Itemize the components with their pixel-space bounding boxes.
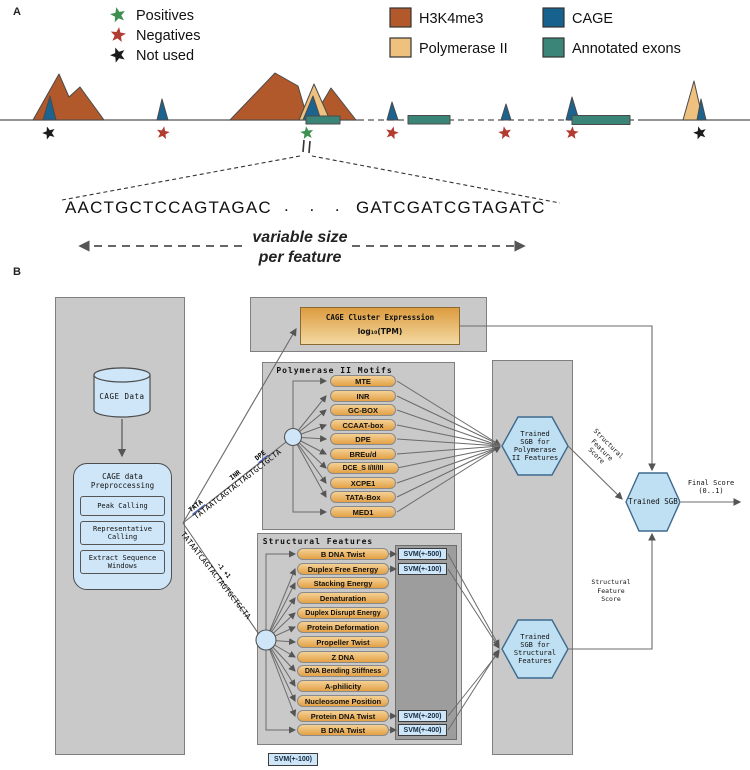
- cage-peak: [302, 95, 322, 121]
- structural-pill: Protein Deformation: [297, 621, 389, 633]
- structural-pill: DNA Bending Stiffness: [297, 665, 389, 677]
- structural-pill: Stacking Energy: [297, 577, 389, 589]
- motifs-title: Polymerase II Motifs: [276, 365, 393, 375]
- hex-trained-sgb-label: Trained SGB: [628, 496, 678, 506]
- track-stars: [40, 124, 708, 141]
- svm-200-box: SVM(+-200): [398, 710, 447, 722]
- exon-bar: [571, 115, 631, 125]
- motif-pill: GC-BOX: [330, 404, 396, 416]
- h3k4me3-peak-main: [229, 72, 309, 121]
- score-label-diagonal: Structural Feature Score: [586, 427, 625, 466]
- cage-peak: [696, 98, 707, 121]
- cage-peak: [42, 95, 57, 121]
- motif-pill: TATA-Box: [330, 491, 396, 503]
- cage-peak: [565, 96, 580, 121]
- polymerase-swatch: [389, 37, 412, 58]
- h3k4me3-peak-main2: [311, 87, 357, 121]
- zoom-marks: [61, 139, 561, 204]
- structural-pill: Denaturation: [297, 592, 389, 604]
- motif-pill: MTE: [330, 375, 396, 387]
- svm-subpanel: [395, 545, 457, 740]
- structural-pill: Duplex Free Energy: [297, 563, 389, 575]
- notused-star-icon: [108, 44, 128, 64]
- size-note-line2: per feature: [258, 249, 342, 266]
- lower-sequence-annotation: -1 +1 TATAATCAGTACTAGTGCTGCTA: [179, 530, 266, 638]
- svm-100-box: SVM(+-100): [398, 563, 447, 575]
- h3k4me3-swatch: [389, 7, 412, 28]
- motif-pill: DCE_S I/II/III: [327, 462, 399, 474]
- exon-bar: [407, 115, 451, 125]
- legend-negatives: Negatives: [136, 28, 200, 44]
- legend-notused: Not used: [136, 48, 194, 64]
- preprocessing-box: [73, 463, 172, 590]
- cage-data-label: CAGE Data: [99, 391, 145, 401]
- structural-pill: Protein DNA Twist: [297, 710, 389, 722]
- legend-h3k4me3: H3K4me3: [419, 11, 483, 27]
- sequence-left: AACTGCTCCAGTAGAC: [65, 198, 272, 217]
- score-label-mid: Structural Feature Score: [591, 578, 631, 604]
- cage-peak: [386, 101, 399, 121]
- negative-star-icon: [109, 26, 127, 43]
- svm-400-box: SVM(+-400): [398, 724, 447, 736]
- signal-peaks: [32, 72, 707, 125]
- motif-pill: CCAAT-box: [330, 419, 396, 431]
- structural-pill: A-philicity: [297, 680, 389, 692]
- motif-pill: XCPE1: [330, 477, 396, 489]
- structural-pill: B DNA Twist: [297, 724, 389, 736]
- track-legend: H3K4me3 Polymerase II CAGE Annotated exo…: [389, 7, 681, 58]
- lower-sequence: TATAATCAGTACTAGTGCTGCTA: [178, 530, 253, 622]
- step-representative-calling: Representative Calling: [80, 521, 165, 545]
- star-legend: Positives Negatives Not used: [108, 5, 200, 64]
- structural-pill: Duplex Disrupt Energy: [297, 607, 389, 619]
- sequence-dots: . . .: [284, 196, 348, 215]
- legend-cage: CAGE: [572, 11, 613, 27]
- panel-a-label: A: [13, 6, 21, 18]
- cage-peak: [156, 98, 169, 121]
- exons-swatch: [542, 37, 565, 58]
- motif-pill: BREu/d: [330, 448, 396, 460]
- polymerase-peak: [298, 83, 331, 121]
- legend-exons: Annotated exons: [572, 41, 681, 57]
- motif-pill: DPE: [330, 433, 396, 445]
- panel-b-label: B: [13, 266, 21, 278]
- svm-legend-box: SVM(+-100): [268, 753, 318, 766]
- structural-title: Structural Features: [262, 536, 374, 546]
- sequence-right: GATCGATCGTAGATC: [356, 198, 546, 217]
- legend-positives: Positives: [136, 8, 194, 24]
- motif-pill: INR: [330, 390, 396, 402]
- structural-pill: Z DNA: [297, 651, 389, 663]
- expression-line2: log₁₀(TPM): [357, 326, 403, 336]
- structural-pill: Propeller Twist: [297, 636, 389, 648]
- polymerase-peak-right: [682, 80, 704, 121]
- structural-pill: B DNA Twist: [297, 548, 389, 560]
- positive-star-icon: [108, 5, 127, 23]
- hex-structural-sgb-label: Trained SGB for Structural Features: [513, 632, 557, 666]
- step-peak-calling: Peak Calling: [80, 496, 165, 516]
- size-note-line1: variable size: [252, 229, 347, 246]
- step-extract-windows: Extract Sequence Windows: [80, 550, 165, 574]
- preprocessing-title: CAGE data Preproccessing: [90, 472, 155, 490]
- cage-swatch: [542, 7, 565, 28]
- h3k4me3-peak-left: [32, 73, 105, 121]
- legend-polymerase: Polymerase II: [419, 41, 508, 57]
- structural-pill: Nucleosome Position: [297, 695, 389, 707]
- expression-line1: CAGE Cluster Expresssion: [325, 312, 435, 322]
- final-score-label: Final Score (0..1): [687, 478, 735, 495]
- svm-500-box: SVM(+-500): [398, 548, 447, 560]
- expression-box: [300, 307, 460, 345]
- cage-peak: [500, 103, 512, 121]
- motif-pill: MED1: [330, 506, 396, 518]
- hex-polymerase-sgb-label: Trained SGB for Polymerase II Features: [511, 429, 559, 463]
- exon-bar: [305, 115, 341, 125]
